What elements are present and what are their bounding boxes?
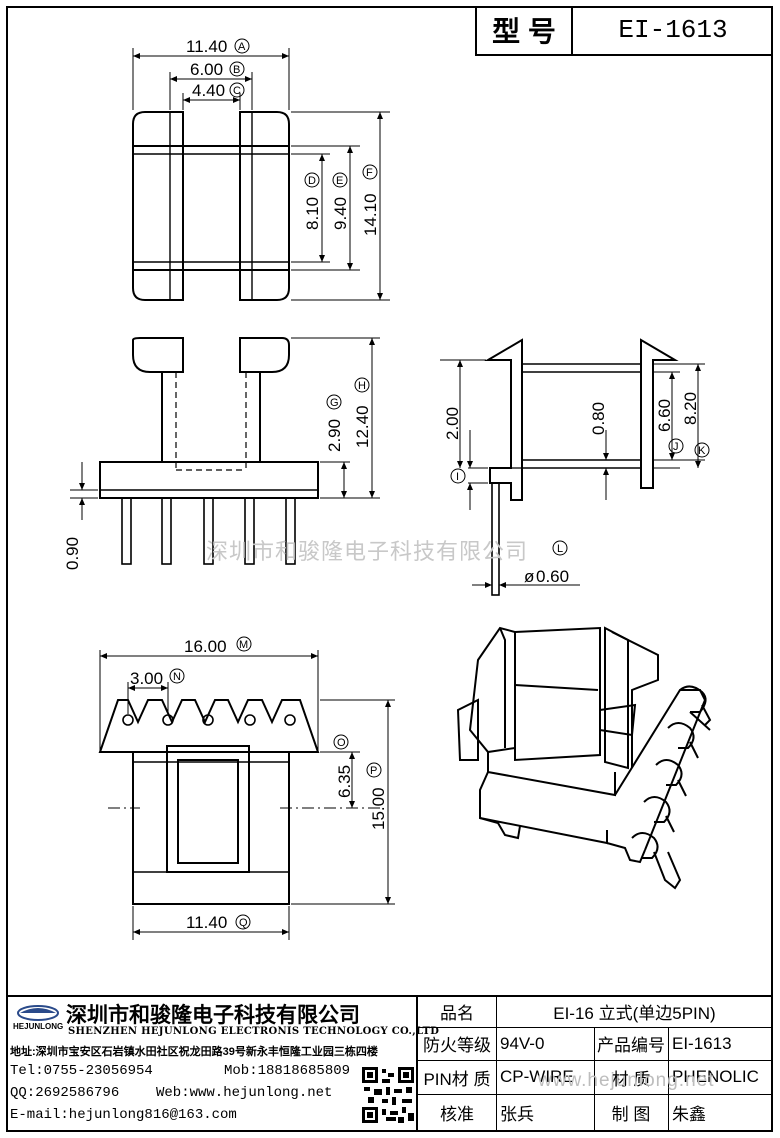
top-view — [132, 48, 390, 301]
marker-l: L — [552, 540, 568, 556]
company-block: HEJUNLONG 深圳市和骏隆电子科技有限公司 SHENZHEN HEJUNL… — [6, 995, 773, 1132]
svg-text:J: J — [673, 441, 679, 453]
dim-o-text: 6.35 — [335, 765, 354, 798]
pin-value: CP-WIRE — [500, 1067, 574, 1086]
drawing-frame — [6, 6, 773, 1132]
marker-j: J — [668, 438, 684, 454]
svg-text:O: O — [337, 737, 346, 749]
dimension-texts: 11.40 6.00 4.40 8.10 9.40 14.10 2.90 12.… — [63, 37, 700, 932]
company-address: 地址:深圳市宝安区石岩镇水田社区祝龙田路39号新永丰恒隆工业园三栋四楼 — [10, 1046, 378, 1058]
dim-08-text: 0.80 — [589, 402, 608, 435]
spec-table: 品名 EI-16 立式(单边5PIN) 防火等级 94V-0 产品编号 EI-1… — [416, 995, 773, 1132]
dim-h-text: 12.40 — [353, 405, 372, 448]
dim-c-text: 4.40 — [192, 81, 225, 100]
marker-m: M — [236, 636, 252, 652]
company-name-en: SHENZHEN HEJUNLONG ELECTRONIS TECHNOLOGY… — [68, 1026, 440, 1037]
svg-text:HEJUNLONG: HEJUNLONG — [13, 1022, 63, 1031]
draw-value: 朱鑫 — [672, 1104, 706, 1124]
name-label: 品名 — [440, 1003, 474, 1023]
company-web: Web:www.hejunlong.net — [156, 1085, 333, 1101]
dim-p-text: 15.00 — [369, 787, 388, 830]
svg-text:B: B — [233, 64, 240, 76]
marker-e: E — [332, 172, 348, 188]
svg-text:Q: Q — [239, 917, 248, 929]
marker-i: I — [450, 468, 466, 484]
marker-a: A — [234, 38, 250, 54]
svg-text:C: C — [233, 85, 241, 97]
company-qq: QQ:2692586796 — [10, 1085, 120, 1101]
side-view — [440, 338, 705, 596]
svg-text:H: H — [358, 380, 366, 392]
marker-k: K — [694, 442, 710, 458]
dim-l-text: 0.60 — [536, 567, 569, 586]
dim-l-symbol: ø — [524, 567, 534, 586]
dim-b-text: 6.00 — [190, 60, 223, 79]
marker-d: D — [304, 172, 320, 188]
svg-text:G: G — [330, 397, 339, 409]
center-watermark: 深圳市和骏隆电子科技有限公司 — [206, 539, 529, 564]
dim-d-text: 8.10 — [303, 197, 322, 230]
svg-text:K: K — [698, 445, 706, 457]
dim-f-text: 14.10 — [361, 193, 380, 236]
draw-label: 制 图 — [611, 1104, 651, 1124]
svg-text:F: F — [366, 167, 373, 179]
company-name-cn: 深圳市和骏隆电子科技有限公司 — [66, 1002, 360, 1027]
company-tel: Tel:0755-23056954 — [10, 1063, 153, 1079]
marker-g: G — [326, 394, 342, 410]
dim-a-text: 11.40 — [186, 37, 227, 56]
marker-n: N — [169, 668, 185, 684]
model-label: 型 号 — [477, 6, 573, 54]
bottom-watermark: www.hejunlong.net — [538, 1070, 715, 1091]
svg-text:N: N — [173, 671, 181, 683]
mat-value: PHENOLIC — [672, 1067, 759, 1086]
svg-text:M: M — [239, 639, 248, 651]
company-mob: Mob:18818685809 — [224, 1063, 351, 1079]
marker-o: O — [333, 734, 349, 750]
model-header: 型 号 EI-1613 — [475, 6, 773, 56]
model-value: EI-1613 — [618, 15, 728, 45]
dim-q-text: 11.40 — [186, 913, 227, 932]
check-label: 核准 — [440, 1104, 474, 1124]
pin-label: PIN材 质 — [423, 1069, 491, 1089]
dim-e-text: 9.40 — [331, 197, 350, 230]
svg-text:P: P — [370, 765, 377, 777]
company-email: E-mail:hejunlong816@163.com — [10, 1107, 237, 1123]
dim-m-text: 16.00 — [184, 637, 227, 656]
marker-c: C — [229, 82, 245, 98]
bottom-view — [98, 650, 395, 940]
qr-code — [360, 1065, 416, 1125]
dim-j-text: 6.60 — [655, 399, 674, 432]
dim-i-text: 0.90 — [63, 537, 82, 570]
marker-q: Q — [235, 914, 251, 930]
name-value: EI-16 立式(单边5PIN) — [553, 1003, 716, 1023]
fire-value: 94V-0 — [500, 1033, 545, 1053]
fire-label: 防火等级 — [423, 1036, 491, 1055]
mat-label: 材 质 — [611, 1069, 651, 1089]
svg-text:L: L — [557, 543, 563, 555]
check-value: 张兵 — [500, 1104, 534, 1124]
marker-h: H — [354, 377, 370, 393]
company-logo: HEJUNLONG — [13, 1005, 63, 1031]
code-value: EI-1613 — [672, 1033, 732, 1053]
dim-n-text: 3.00 — [130, 669, 163, 688]
svg-text:D: D — [308, 175, 316, 187]
marker-p: P — [366, 762, 382, 778]
code-label: 产品编号 — [597, 1036, 665, 1055]
dim-k-text: 8.20 — [681, 392, 700, 425]
marker-f: F — [362, 164, 378, 180]
marker-b: B — [229, 61, 245, 77]
dim-2-text: 2.00 — [443, 407, 462, 440]
isometric-view — [456, 626, 712, 890]
svg-text:E: E — [336, 175, 343, 187]
dimension-markers: A B C D E F G H I J K L M N O P Q — [169, 38, 710, 930]
svg-text:I: I — [456, 471, 459, 483]
svg-text:A: A — [238, 41, 246, 53]
front-view — [70, 337, 380, 565]
dim-g-text: 2.90 — [325, 419, 344, 452]
